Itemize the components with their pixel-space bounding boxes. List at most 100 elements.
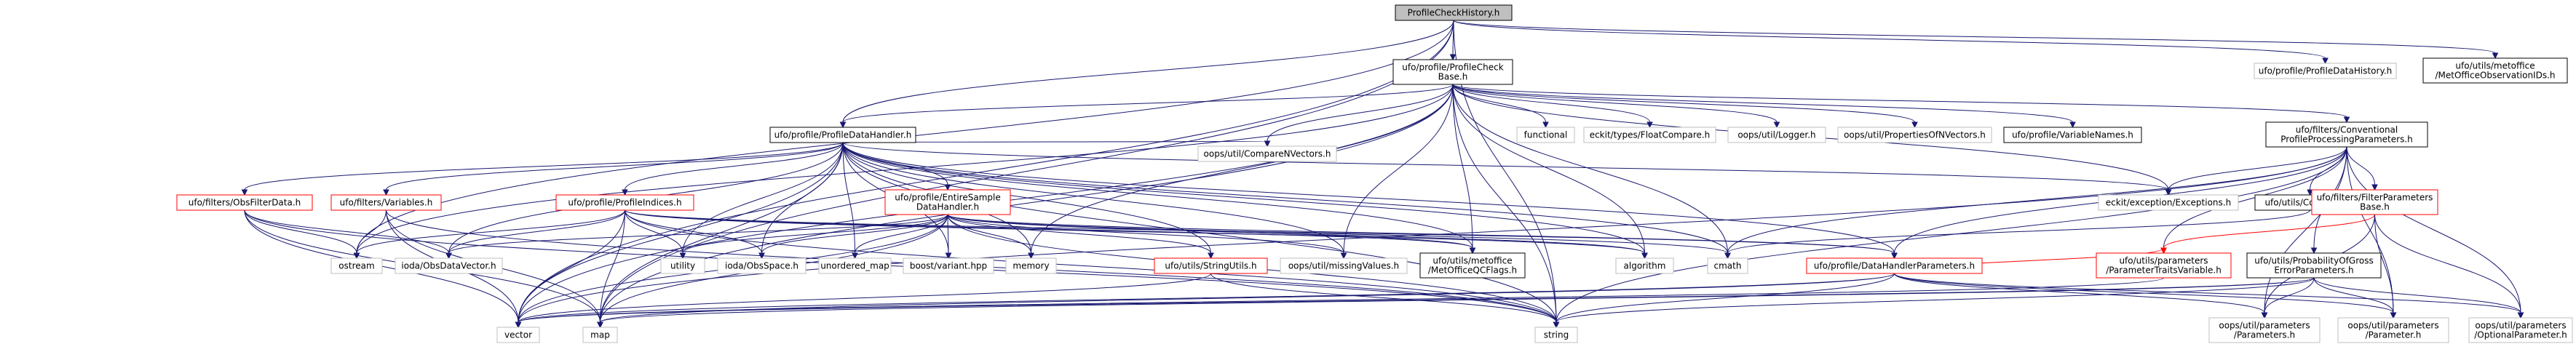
node-box <box>1395 4 1513 21</box>
graph-node-convparams[interactable]: ufo/filters/ConventionalProfileProcessin… <box>2265 121 2428 148</box>
edge-entiresample-to-algorithm <box>947 214 1648 260</box>
graph-node-root[interactable]: ProfileCheckHistory.h <box>1395 4 1513 21</box>
node-label: ufo/utils/StringUtils.h <box>1165 261 1256 271</box>
edge-line <box>842 142 1895 254</box>
node-label: ufo/profile/ProfileDataHistory.h <box>2259 66 2393 76</box>
node-box <box>1806 257 1983 274</box>
edge-line <box>1452 84 2347 118</box>
graph-node-algorithm[interactable]: algorithm <box>1615 257 1674 274</box>
edge-line <box>2264 277 2315 313</box>
graph-node-oopsparameters[interactable]: oops/util/parameters/Parameters.h <box>2208 317 2321 343</box>
edge-line <box>1894 273 2265 313</box>
graph-node-functional[interactable]: functional <box>1516 127 1575 143</box>
node-label: /ParameterTraitsVariable.h <box>2106 265 2222 276</box>
edge-line <box>518 273 1895 323</box>
node-label: utility <box>670 261 695 271</box>
edge-convparams-to-filterparams <box>2346 146 2378 191</box>
edge-line <box>842 142 1473 249</box>
graph-node-varnames[interactable]: ufo/profile/VariableNames.h <box>2003 127 2142 143</box>
graph-node-missingvalues[interactable]: oops/util/missingValues.h <box>1280 257 1408 274</box>
graph-node-map[interactable]: map <box>582 327 618 343</box>
graph-node-stringutils[interactable]: ufo/utils/StringUtils.h <box>1154 257 1268 274</box>
edge-line <box>1031 84 1454 254</box>
graph-node-unorderedmap[interactable]: unordered_map <box>818 257 892 274</box>
node-label: /MetOfficeQCFlags.h <box>1428 265 1517 276</box>
edge-root-to-vector <box>515 20 1454 329</box>
edge-line <box>2264 146 2347 313</box>
node-label: DataHandler.h <box>916 202 979 212</box>
graph-node-logger[interactable]: oops/util/Logger.h <box>1727 127 1826 143</box>
graph-node-pdh[interactable]: ufo/profile/ProfileDataHistory.h <box>2254 63 2397 79</box>
graph-node-variables[interactable]: ufo/filters/Variables.h <box>330 194 442 211</box>
arrowhead-icon <box>2492 52 2499 60</box>
arrowhead-icon <box>445 252 452 260</box>
graph-node-memory[interactable]: memory <box>1005 257 1057 274</box>
node-label: Base.h <box>2360 202 2390 212</box>
graph-node-probgross[interactable]: ufo/utils/ProbabilityOfGrossErrorParamet… <box>2246 252 2382 279</box>
node-box <box>1727 127 1826 143</box>
edge-line <box>842 84 1454 123</box>
graph-node-profindices[interactable]: ufo/profile/ProfileIndices.h <box>555 194 694 211</box>
arrowhead-icon <box>2069 121 2076 129</box>
arrowhead-icon <box>2517 312 2524 319</box>
graph-node-utility[interactable]: utility <box>660 257 705 274</box>
graph-node-pdhandler[interactable]: ufo/profile/ProfileDataHandler.h <box>769 127 916 143</box>
node-box <box>1583 127 1716 143</box>
arrowhead-icon <box>2310 247 2318 255</box>
graph-node-ostream[interactable]: ostream <box>330 257 383 274</box>
graph-node-comparenvec[interactable]: oops/util/CompareNVectors.h <box>1197 145 1337 162</box>
graph-node-optparameter[interactable]: oops/util/parameters/OptionalParameter.h <box>2468 317 2573 343</box>
node-label: eckit/exception/Exceptions.h <box>2106 198 2231 208</box>
node-label: map <box>590 330 610 340</box>
arrowhead-icon <box>1469 247 1476 255</box>
node-box <box>2265 121 2428 148</box>
node-box <box>1392 59 1513 85</box>
node-box <box>1837 127 1992 143</box>
graph-node-traitvar[interactable]: ufo/utils/parameters/ParameterTraitsVari… <box>2096 252 2232 279</box>
edge-entiresample-to-utility <box>679 214 948 260</box>
edge-probgross-to-map <box>597 277 2315 329</box>
graph-node-obsspace[interactable]: ioda/ObsSpace.h <box>717 257 807 274</box>
edge-line <box>1555 277 2315 323</box>
graph-node-eckitexc[interactable]: eckit/exception/Exceptions.h <box>2098 194 2239 211</box>
edge-probgross-to-oopsparameters <box>2261 277 2315 319</box>
node-label: oops/util/missingValues.h <box>1288 261 1399 271</box>
arrowhead-icon <box>945 252 952 260</box>
graph-node-qcflags[interactable]: ufo/utils/metoffice/MetOfficeQCFlags.h <box>1419 252 1526 279</box>
edge-line <box>625 209 683 254</box>
node-box <box>2337 317 2449 343</box>
node-label: algorithm <box>1624 261 1666 271</box>
graph-node-string[interactable]: string <box>1534 327 1578 343</box>
edge-pcb-to-logger <box>1452 84 1780 129</box>
node-label: ErrorParameters.h <box>2274 265 2353 276</box>
graph-node-obsdatavector[interactable]: ioda/ObsDataVector.h <box>395 257 503 274</box>
node-box <box>1005 257 1057 274</box>
edge-line <box>1453 20 2496 54</box>
graph-node-floatcompare[interactable]: eckit/types/FloatCompare.h <box>1583 127 1716 143</box>
node-label: /Parameters.h <box>2234 330 2295 340</box>
node-box <box>176 194 313 211</box>
graph-node-dhparams[interactable]: ufo/profile/DataHandlerParameters.h <box>1806 257 1983 274</box>
edge-pdhandler-to-obsspace <box>758 142 844 260</box>
graph-node-propsvec[interactable]: oops/util/PropertiesOfNVectors.h <box>1837 127 1992 143</box>
node-label: string <box>1544 330 1569 340</box>
graph-node-moo[interactable]: ufo/utils/metoffice/MetOfficeObservation… <box>2422 57 2568 84</box>
node-label: /MetOfficeObservationIDs.h <box>2435 71 2555 81</box>
node-box <box>1197 145 1337 162</box>
edge-line <box>1555 273 1895 323</box>
edge-line <box>1343 84 1454 254</box>
edge-line <box>518 20 1454 323</box>
node-label: ufo/profile/VariableNames.h <box>2012 130 2133 140</box>
graph-node-obsfilterdata[interactable]: ufo/filters/ObsFilterData.h <box>176 194 313 211</box>
node-layer: ProfileCheckHistory.h ufo/profile/Profile… <box>176 4 2573 343</box>
edge-pdhandler-to-utility <box>679 142 844 260</box>
graph-node-variant[interactable]: boost/variant.hpp <box>903 257 994 274</box>
graph-node-cmath[interactable]: cmath <box>1707 257 1748 274</box>
graph-node-oopsparameter[interactable]: oops/util/parameters/Parameter.h <box>2337 317 2449 343</box>
edge-line <box>1452 84 1557 323</box>
edge-line <box>1452 84 1778 123</box>
graph-node-vector[interactable]: vector <box>496 327 540 343</box>
